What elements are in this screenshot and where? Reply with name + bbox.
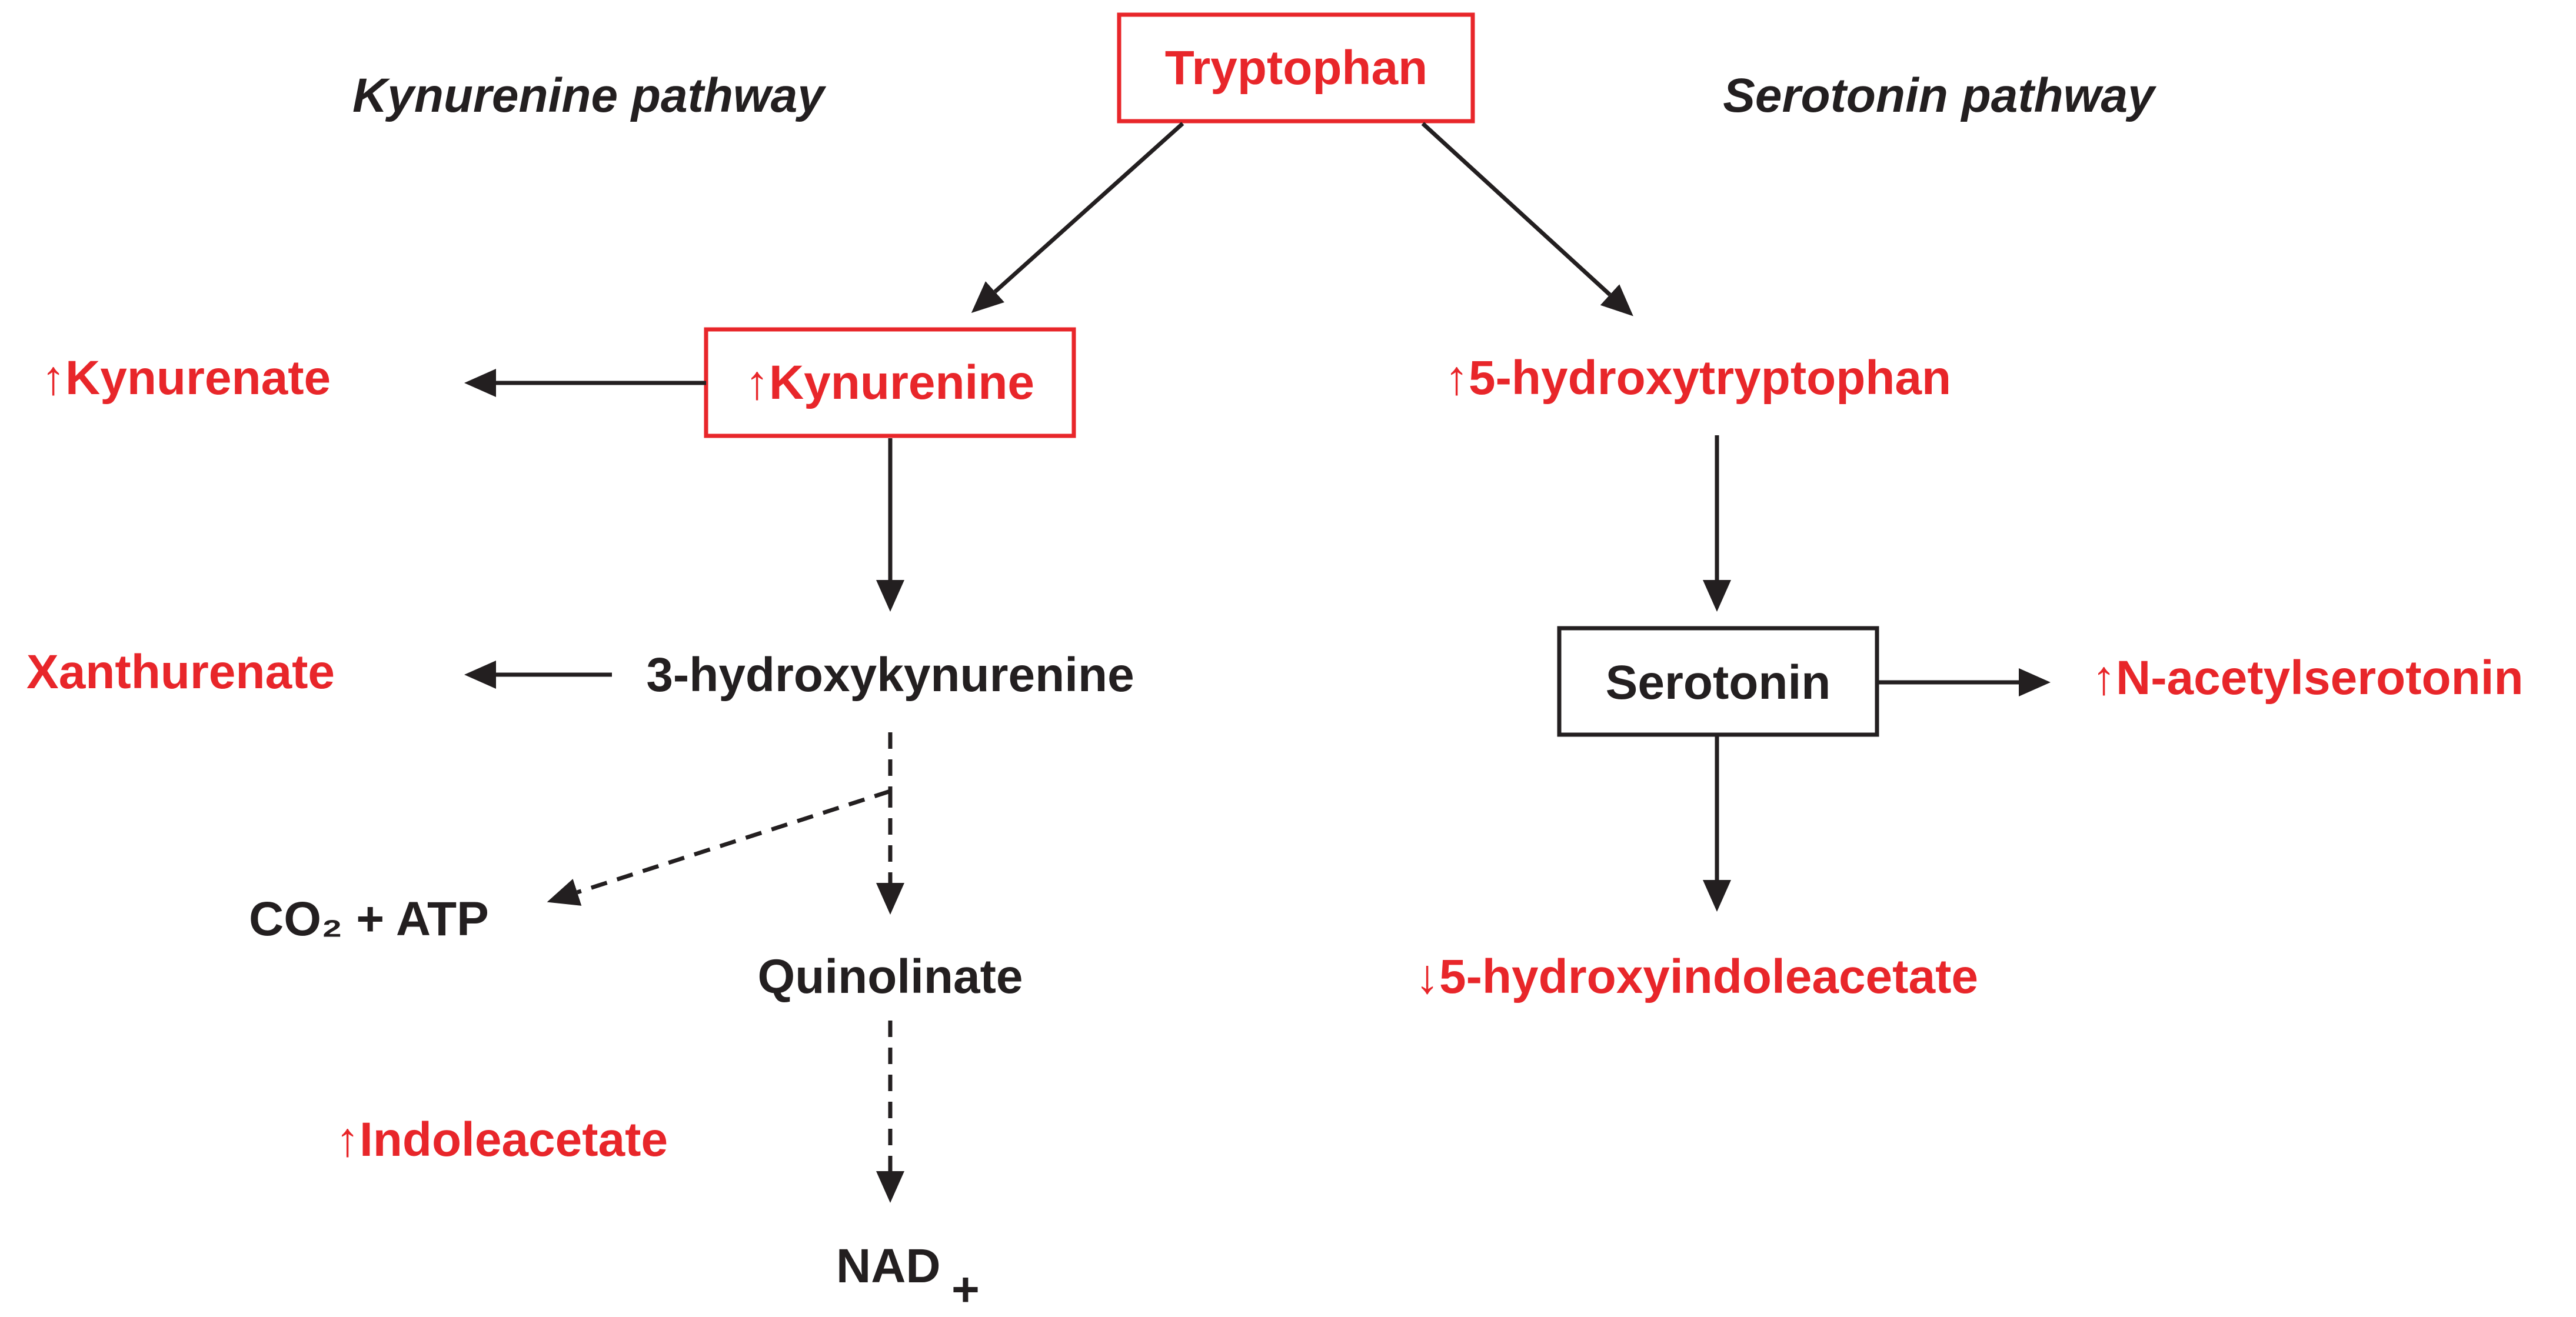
tryptophan-box [1117,12,1475,124]
kynurenine-pathway-title: Kynurenine pathway [352,69,827,122]
node-kynurenate: ↑Kynurenate [41,351,331,405]
arrow-tryptophan-to-kynurenine [971,122,1184,314]
node-hydroxytryptophan: ↑5-hydroxytryptophan [1445,351,1951,405]
node-hydroxykynurenine: 3-hydroxykynurenine [646,648,1134,702]
node-acetylserotonin: ↑N-acetylserotonin [2092,651,2524,705]
node-co2-atp: CO₂ + ATP [249,892,489,946]
node-serotonin: Serotonin [1606,656,1831,709]
arrow-tryptophan-to-hydroxytryptophan [1421,122,1633,316]
node-nad-subscript: + [951,1263,980,1316]
node-indoleacetate: ↑Indoleacetate [335,1113,668,1166]
node-hydroxyindoleacetate: ↓5-hydroxyindoleacetate [1415,950,1978,1003]
node-nad: NAD [836,1239,941,1293]
serotonin-pathway-title: Serotonin pathway [1723,69,2157,122]
dashed-arrow-to-co2-atp [547,789,891,906]
node-xanthurenate: Xanthurenate [26,645,335,699]
node-tryptophan: Tryptophan [1165,41,1427,95]
node-quinolinate: Quinolinate [758,950,1023,1003]
node-kynurenine: ↑Kynurenine [745,356,1034,409]
